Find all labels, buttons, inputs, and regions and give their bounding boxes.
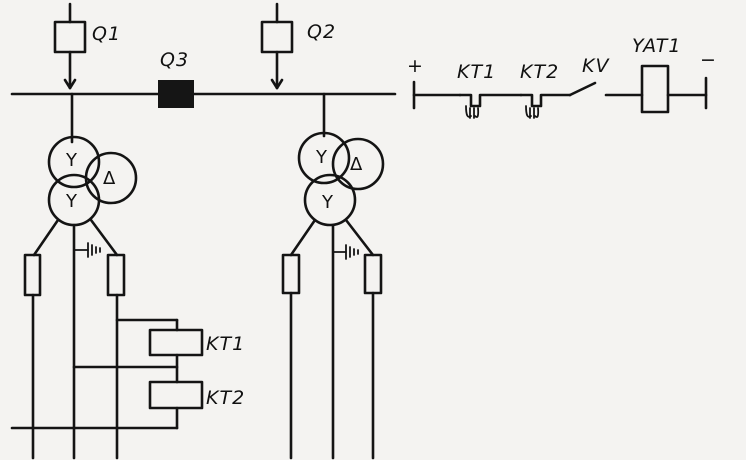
control-circuit xyxy=(412,64,708,119)
relay-coil-kt1 xyxy=(148,328,204,357)
star-symbol-left-secondary: Y xyxy=(65,191,78,212)
label-q2: Q2 xyxy=(307,21,336,43)
label-kv: KV xyxy=(582,55,610,77)
label-kt2-contact: KT2 xyxy=(520,61,559,83)
label-q1: Q1 xyxy=(92,23,121,45)
star-symbol-left-primary: Y xyxy=(65,150,78,171)
transformer-right xyxy=(297,131,385,227)
left-secondary-wiring xyxy=(23,218,126,460)
label-plus: + xyxy=(407,55,424,77)
label-minus: − xyxy=(700,49,717,71)
star-symbol-right-secondary: Y xyxy=(321,192,334,213)
label-kt2-coil: KT2 xyxy=(206,387,245,409)
breaker-q3 xyxy=(158,80,194,108)
label-kt1-coil: KT1 xyxy=(206,333,245,355)
relay-coil-loop xyxy=(10,318,179,430)
label-yat1: YAT1 xyxy=(632,35,681,57)
breaker-q2 xyxy=(260,2,294,90)
label-q3: Q3 xyxy=(160,49,189,71)
right-secondary-wiring xyxy=(281,218,383,460)
delta-symbol-right: Δ xyxy=(350,154,363,175)
transformer-left xyxy=(47,135,138,227)
breaker-q1 xyxy=(53,2,87,90)
label-kt1-contact: KT1 xyxy=(457,61,496,83)
delta-symbol-left: Δ xyxy=(103,168,116,189)
star-symbol-right-primary: Y xyxy=(315,147,328,168)
relay-coil-kt2 xyxy=(148,380,204,410)
